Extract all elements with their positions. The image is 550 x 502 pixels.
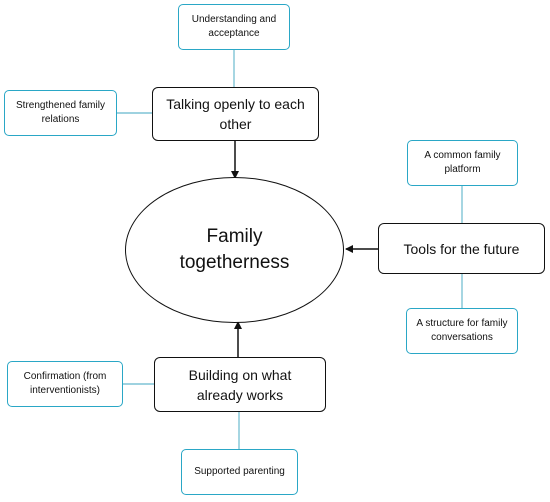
sub-node-strengthened-label: Strengthened family relations — [16, 100, 105, 125]
sub-node-supported-label: Supported parenting — [194, 466, 285, 477]
main-node-building-label: Building on what already works — [188, 366, 292, 403]
sub-node-platform-label: A common family platform — [424, 150, 501, 175]
sub-node-understanding-acceptance: Understanding and acceptance — [178, 4, 290, 50]
sub-node-structure-label: A structure for family conversations — [416, 318, 508, 343]
sub-node-understanding-label: Understanding and acceptance — [191, 14, 277, 39]
main-node-tools-for-future: Tools for the future — [378, 223, 545, 274]
center-node-family-togetherness: Family togetherness — [125, 177, 344, 323]
center-node-label: Family togetherness — [179, 226, 290, 273]
sub-node-confirmation-label: Confirmation (from interventionists) — [23, 371, 107, 396]
sub-node-common-platform: A common family platform — [407, 140, 518, 186]
main-node-talking-label: Talking openly to each other — [166, 96, 305, 132]
main-node-building-on-what-works: Building on what already works — [154, 357, 326, 412]
sub-node-confirmation: Confirmation (from interventionists) — [7, 361, 123, 407]
sub-node-strengthened-relations: Strengthened family relations — [4, 90, 117, 136]
main-node-tools-label: Tools for the future — [403, 240, 520, 257]
main-node-talking-openly: Talking openly to each other — [152, 87, 319, 141]
sub-node-supported-parenting: Supported parenting — [181, 449, 298, 495]
sub-node-structure-conversations: A structure for family conversations — [406, 308, 518, 354]
